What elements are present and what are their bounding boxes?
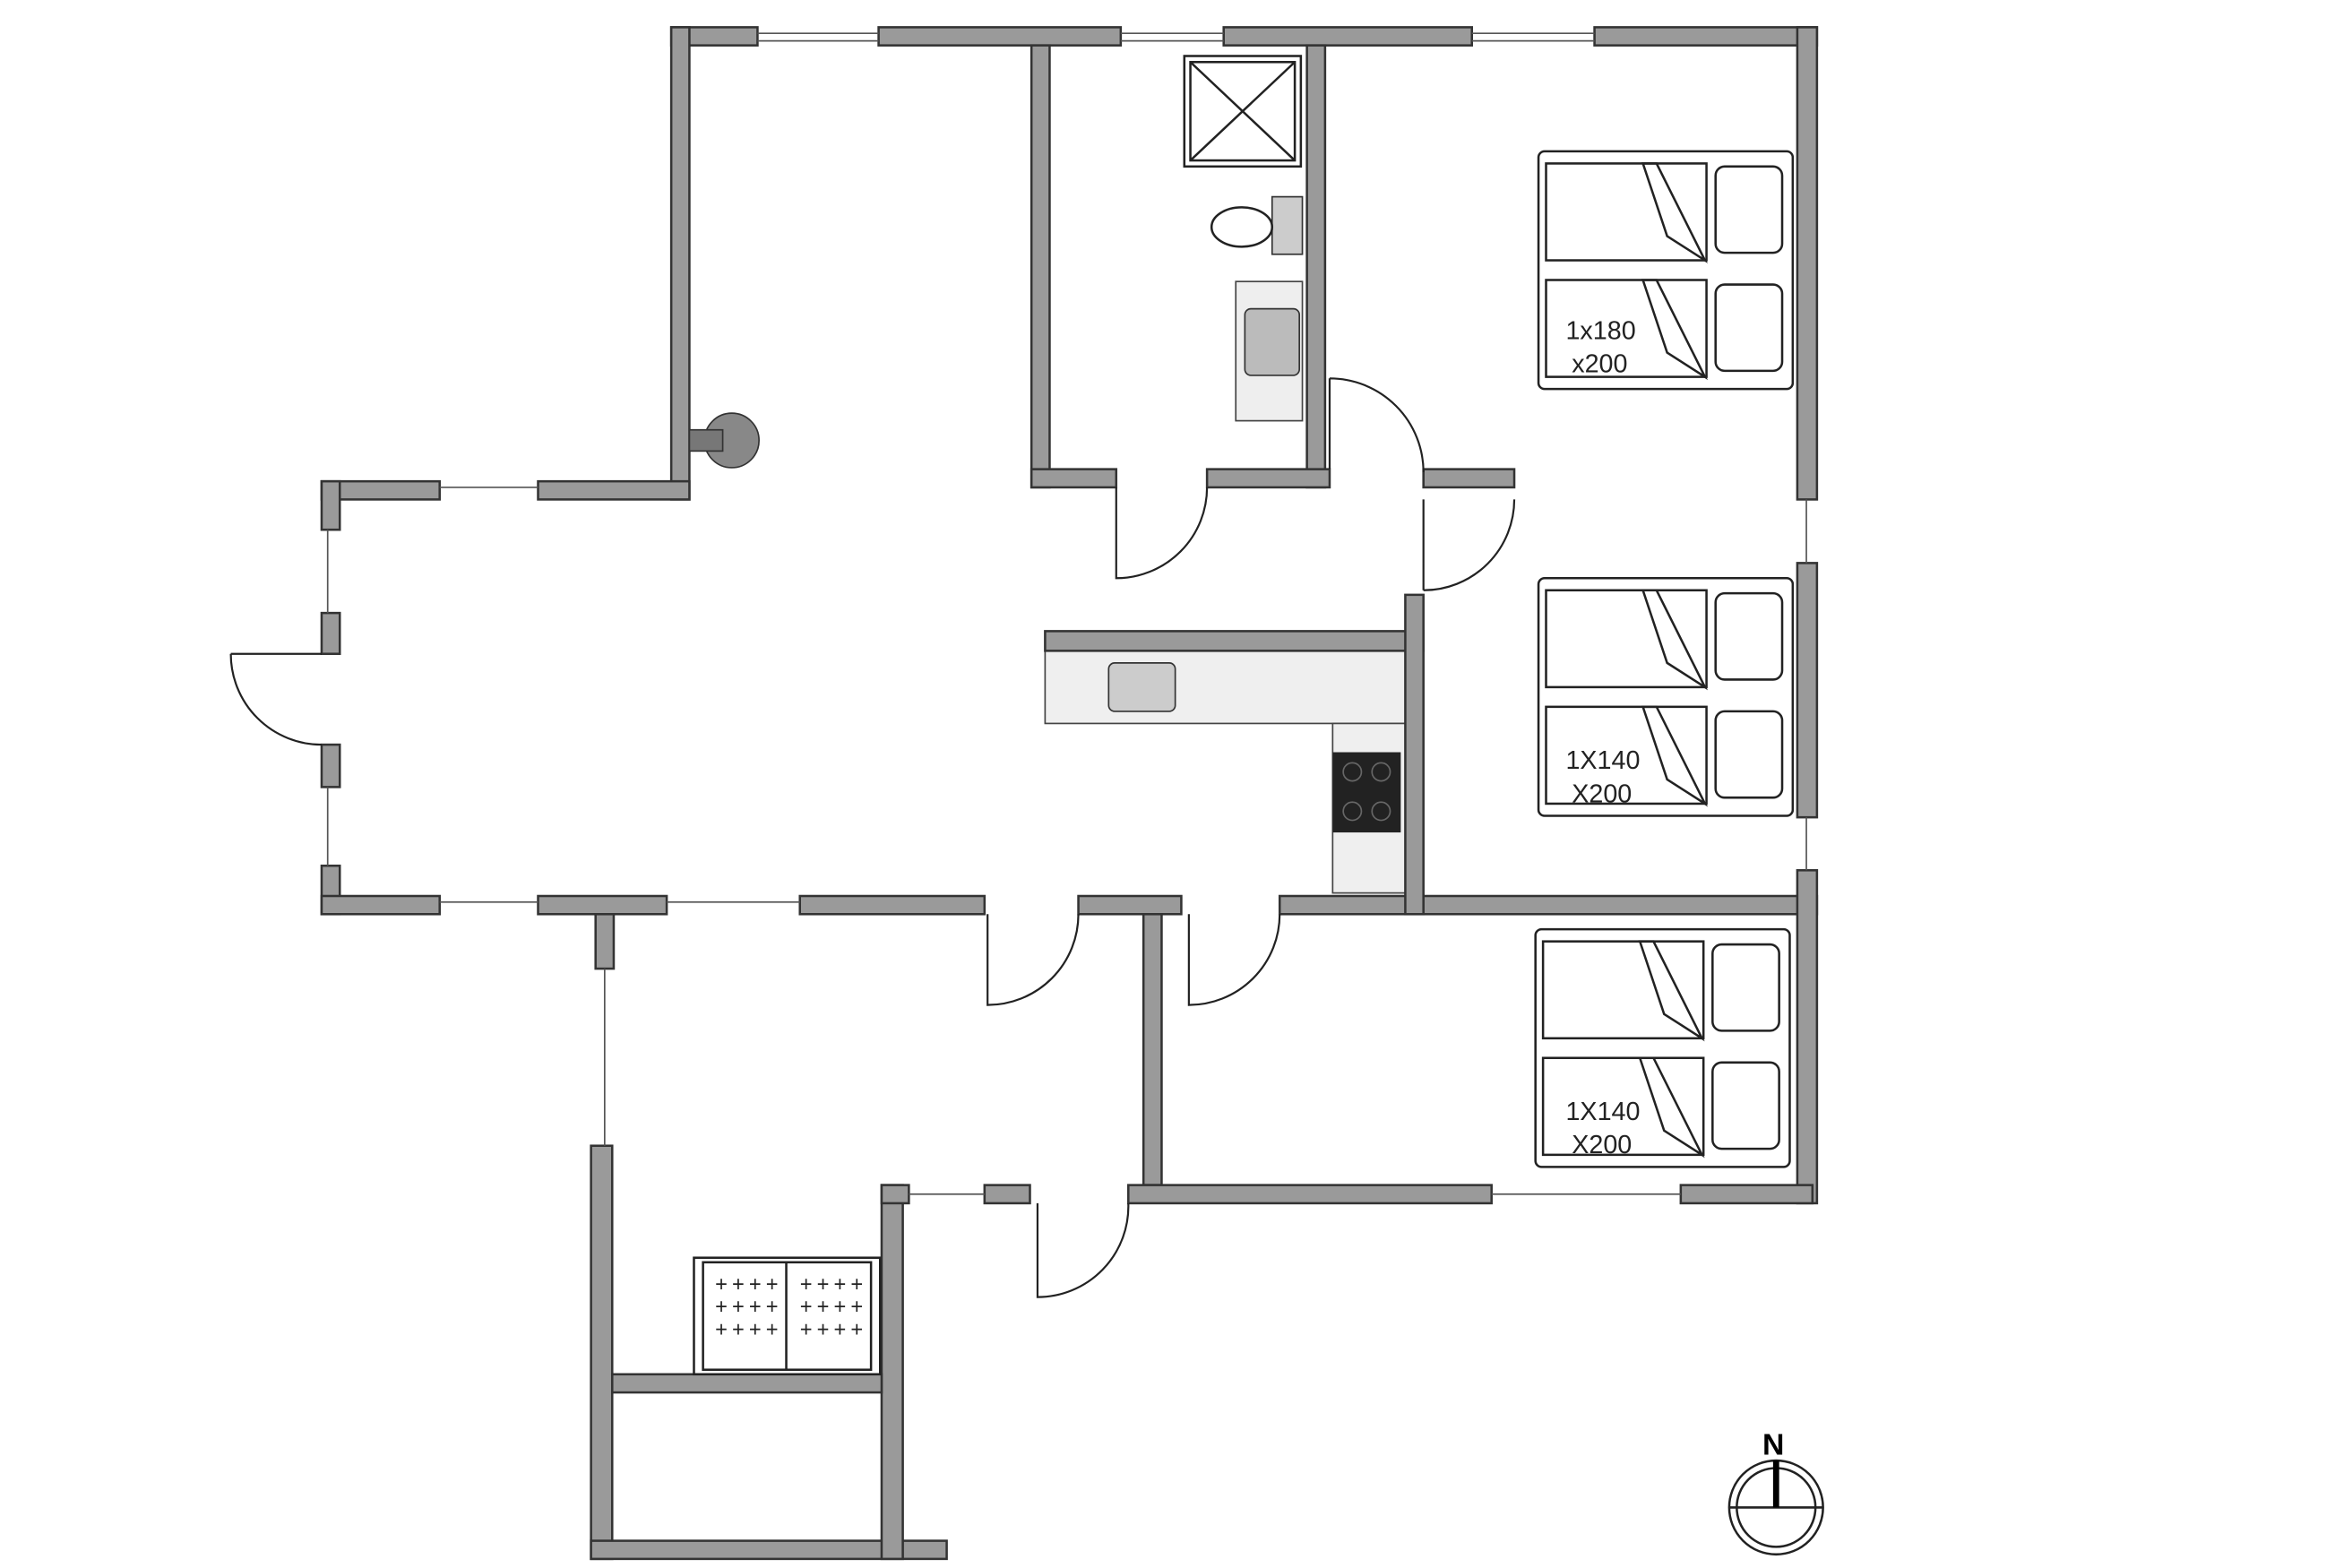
svg-text:++++: ++++ (715, 1296, 782, 1319)
bed-size-3-line2: X200 (1572, 1131, 1632, 1159)
cooktop (1332, 752, 1401, 833)
doors (229, 377, 1516, 1298)
compass: N (1727, 1427, 1824, 1556)
bathroom-fixtures (1183, 55, 1304, 422)
compass-north-label: N (1762, 1427, 1784, 1461)
walls (320, 26, 1819, 1561)
kitchen-sink (1107, 662, 1176, 712)
bed-size-1-line2: x200 (1572, 350, 1627, 379)
outdoor-table: ++++++++++++ ++++++++++++ (693, 1256, 882, 1376)
svg-text:++++: ++++ (800, 1296, 867, 1319)
bed-size-2-line2: X200 (1572, 780, 1632, 808)
beds: 1x180 x200 1X140 X200 1X140 X200 (1534, 150, 1795, 1168)
windows (326, 32, 1807, 1195)
svg-text:++++: ++++ (800, 1273, 867, 1297)
bed-size-1-line1: 1x180 (1565, 316, 1635, 345)
bed-size-2-line1: 1X140 (1565, 746, 1640, 775)
svg-text:++++: ++++ (715, 1273, 782, 1297)
svg-text:++++: ++++ (800, 1319, 867, 1342)
bed-size-3-line1: 1X140 (1565, 1098, 1640, 1126)
svg-text:++++: ++++ (715, 1319, 782, 1342)
